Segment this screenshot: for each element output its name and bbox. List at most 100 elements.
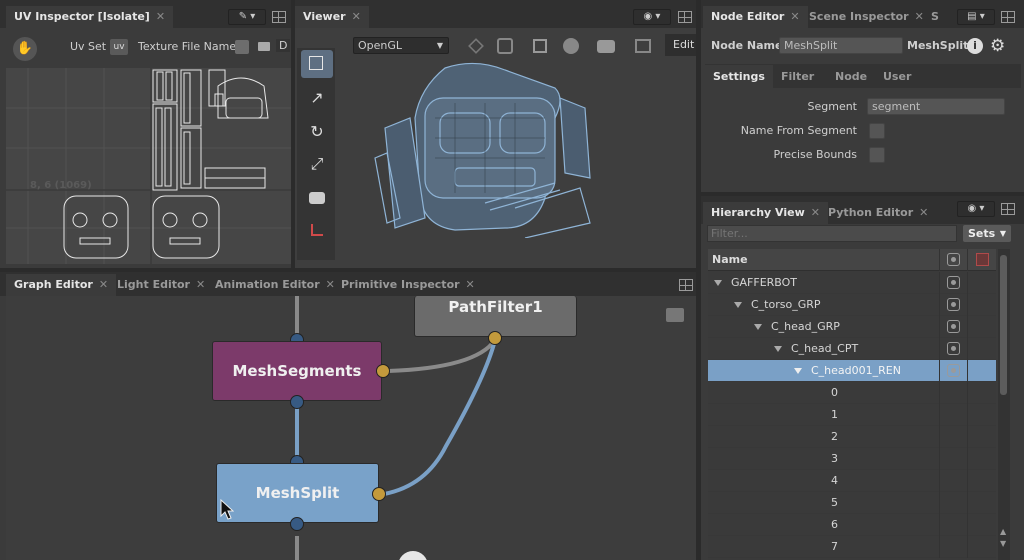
tree-row-c-torso-grp[interactable]: C_torso_GRP [708, 294, 996, 316]
render-cell[interactable] [967, 492, 996, 514]
tab-filter[interactable]: Filter [781, 70, 815, 83]
layout-icon[interactable] [272, 11, 286, 23]
uv-set-field[interactable]: uv [110, 39, 128, 55]
tab-scene-inspector[interactable]: Scene Inspector✕ [809, 6, 924, 28]
tab-node[interactable]: Node [835, 70, 868, 83]
expand-icon[interactable] [734, 302, 742, 308]
camera-icon[interactable] [597, 40, 615, 53]
segment-field[interactable]: segment [867, 98, 1005, 115]
hand-icon[interactable]: ✋ [13, 37, 37, 61]
render-cell[interactable] [967, 470, 996, 492]
partial-node-circle[interactable] [398, 551, 428, 560]
layout-icon[interactable] [679, 279, 693, 291]
render-cell[interactable] [967, 448, 996, 470]
visibility-cell[interactable] [939, 294, 967, 316]
translate-tool-icon[interactable]: ↗ [310, 88, 324, 107]
mesh-split-filter-plug[interactable] [372, 487, 386, 501]
tree-row-1[interactable]: 1 [708, 404, 996, 426]
close-icon[interactable]: ✕ [465, 278, 475, 291]
scrollbar-thumb[interactable] [1000, 255, 1007, 395]
render-cell[interactable] [967, 316, 996, 338]
layout-icon[interactable] [1001, 203, 1015, 215]
crop-tool-icon[interactable] [301, 218, 333, 246]
tab-primitive-inspector[interactable]: Primitive Inspector✕ [341, 274, 475, 296]
tree-row-2[interactable]: 2 [708, 426, 996, 448]
graph-canvas[interactable]: PathFilter1 MeshSegments MeshSplit [6, 296, 696, 560]
mesh-segments-output-plug[interactable] [290, 395, 304, 409]
renderer-dropdown[interactable]: OpenGL▼ [353, 37, 449, 54]
render-cell[interactable] [967, 514, 996, 536]
target-dropdown[interactable]: ◉ ▾ [633, 9, 671, 25]
tree-row-5[interactable]: 5 [708, 492, 996, 514]
layout-dropdown[interactable]: ▤ ▾ [957, 9, 995, 25]
uv-viewport[interactable]: 8, 6 (1069) [6, 68, 291, 264]
tab-node-editor[interactable]: Node Editor✕ [703, 6, 808, 28]
sets-dropdown[interactable]: Sets▼ [963, 225, 1011, 242]
expand-icon[interactable] [714, 280, 722, 286]
close-icon[interactable]: ✕ [351, 10, 361, 23]
tab-graph-editor[interactable]: Graph Editor✕ [6, 274, 117, 296]
comment-icon[interactable] [666, 308, 684, 322]
tab-s[interactable]: S [931, 10, 939, 23]
close-icon[interactable]: ✕ [195, 278, 206, 291]
tab-light-editor[interactable]: Light Editor✕ [117, 274, 205, 296]
tab-animation-editor[interactable]: Animation Editor✕ [215, 274, 335, 296]
tree-row-gafferbot[interactable]: GAFFERBOT [708, 272, 996, 294]
close-icon[interactable]: ✕ [155, 10, 166, 23]
render-cell[interactable] [967, 360, 996, 382]
select-tool-icon[interactable] [301, 50, 333, 78]
camera-tool-icon[interactable] [301, 184, 333, 212]
node-mesh-split[interactable]: MeshSplit [216, 463, 379, 523]
scale-tool-icon[interactable]: ⤢ [310, 154, 324, 173]
sphere-icon[interactable] [563, 38, 579, 54]
render-cell[interactable] [967, 382, 996, 404]
render-cell[interactable] [967, 294, 996, 316]
render-cell[interactable] [967, 272, 996, 294]
visibility-cell[interactable] [939, 426, 967, 448]
texture-field[interactable]: D [276, 39, 291, 52]
render-cell[interactable] [967, 426, 996, 448]
visibility-column-header[interactable] [939, 249, 967, 271]
expand-icon[interactable] [774, 346, 782, 352]
tab-uv-inspector[interactable]: UV Inspector [Isolate]✕ [6, 6, 174, 28]
render-cell[interactable] [967, 338, 996, 360]
layout-icon[interactable] [1001, 11, 1015, 23]
visibility-cell[interactable] [939, 316, 967, 338]
info-icon[interactable]: i [967, 38, 983, 54]
render-cell[interactable] [967, 536, 996, 558]
visibility-cell[interactable] [939, 404, 967, 426]
scroll-up-icon[interactable]: ▲ [1000, 527, 1007, 536]
path-filter-output-plug[interactable] [488, 331, 502, 345]
filter-input[interactable] [707, 225, 957, 242]
target-dropdown[interactable]: ◉ ▾ [957, 201, 995, 217]
visibility-cell[interactable] [939, 514, 967, 536]
tab-python-editor[interactable]: Python Editor✕ [828, 202, 928, 224]
tree-row-4[interactable]: 4 [708, 470, 996, 492]
gear-icon[interactable]: ⚙ [990, 36, 1006, 56]
visibility-cell[interactable] [939, 470, 967, 492]
name-column-header[interactable]: Name [712, 253, 748, 266]
edit-button[interactable]: Edit [665, 34, 696, 56]
precise-bounds-checkbox[interactable] [869, 147, 885, 163]
cube-icon[interactable] [533, 39, 547, 53]
visibility-cell[interactable] [939, 536, 967, 558]
texture-toggle[interactable] [235, 40, 249, 54]
expand-icon[interactable] [754, 324, 762, 330]
mesh-split-output-plug[interactable] [290, 517, 304, 531]
folder-icon[interactable] [258, 42, 270, 51]
close-icon[interactable]: ✕ [98, 278, 109, 291]
rotate-tool-icon[interactable]: ↻ [310, 122, 324, 141]
close-icon[interactable]: ✕ [810, 206, 820, 219]
close-icon[interactable]: ✕ [325, 278, 335, 291]
visibility-cell[interactable] [939, 448, 967, 470]
scroll-down-icon[interactable]: ▼ [1000, 539, 1007, 548]
tree-row-0[interactable]: 0 [708, 382, 996, 404]
expand-icon[interactable] [794, 368, 802, 374]
tab-hierarchy-view[interactable]: Hierarchy View✕ [703, 202, 828, 224]
name-from-segment-checkbox[interactable] [869, 123, 885, 139]
hierarchy-scrollbar[interactable]: ▲ ▼ [998, 249, 1010, 560]
close-icon[interactable]: ✕ [790, 10, 800, 23]
shading-icon[interactable] [468, 38, 484, 54]
node-mesh-segments[interactable]: MeshSegments [212, 341, 382, 401]
mesh-segments-filter-plug[interactable] [376, 364, 390, 378]
